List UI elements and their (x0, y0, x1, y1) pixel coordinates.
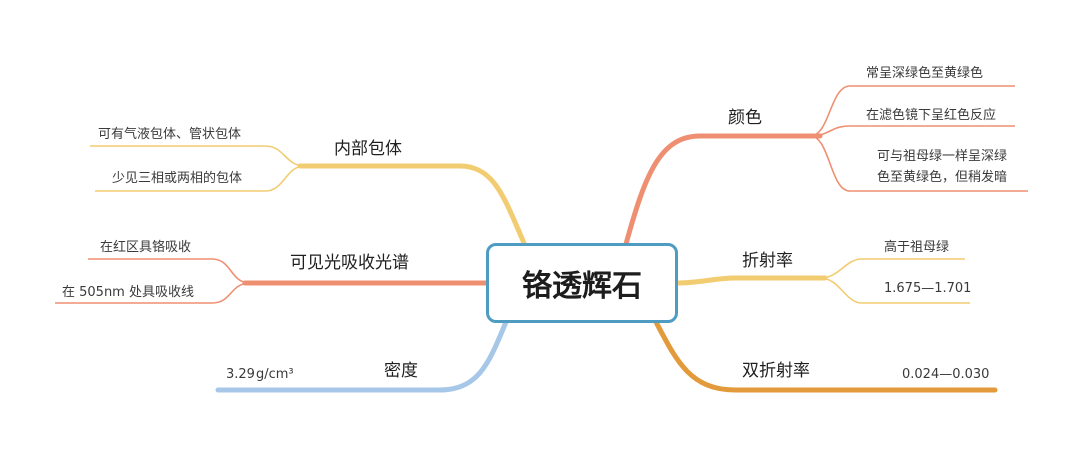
leaf-color-1[interactable]: 常呈深绿色至黄绿色 (866, 66, 984, 81)
leaf-color-3-line-1: 可与祖母绿一样呈深绿 (876, 149, 1007, 164)
branch-inclusions[interactable]: 内部包体 (334, 139, 402, 159)
connector-inclusions-leaf-1 (90, 145, 306, 167)
leaf-inclusions-1[interactable]: 可有气液包体、管状包体 (98, 127, 242, 142)
leaf-birefringence-1[interactable]: 0.024—0.030 (902, 367, 990, 382)
connector-inclusions-leaf-2 (95, 165, 306, 192)
leaf-color-2[interactable]: 在滤色镜下呈红色反应 (866, 108, 997, 123)
connector-inclusions (297, 163, 527, 246)
leaf-color-3-line-2: 色至黄绿色，但稍发暗 (876, 170, 1007, 185)
branch-density[interactable]: 密度 (384, 361, 418, 381)
leaf-spectrum-1[interactable]: 在红区具铬吸收 (100, 240, 192, 255)
leaf-spectrum-2[interactable]: 在 505nm 处具吸收线 (62, 285, 194, 300)
connector-color-leaf-2 (809, 125, 1015, 137)
connector-density (215, 319, 509, 393)
connector-refraction-leaf-1 (819, 258, 965, 279)
density-unit: g/cm³ (255, 367, 294, 382)
connector-refraction (675, 275, 828, 286)
connector-color-leaf-3 (809, 135, 1028, 192)
branch-birefringence[interactable]: 双折射率 (742, 361, 810, 381)
connector-color (623, 133, 823, 247)
branch-spectrum[interactable]: 可见光吸收光谱 (290, 253, 409, 273)
leaf-refraction-1[interactable]: 高于祖母绿 (884, 240, 950, 255)
connector-birefringence (653, 319, 998, 393)
central-topic[interactable]: 铬透辉石 (486, 243, 678, 323)
branch-color[interactable]: 颜色 (728, 108, 762, 128)
density-value: 3.29 (226, 367, 255, 382)
connector-color-leaf-1 (809, 85, 1015, 137)
connector-refraction-leaf-2 (819, 277, 970, 304)
connector-spectrum-leaf-1 (88, 258, 251, 284)
leaf-inclusions-2[interactable]: 少见三相或两相的包体 (112, 171, 243, 186)
leaf-color-3[interactable]: 可与祖母绿一样呈深绿 色至黄绿色，但稍发暗 (862, 146, 1022, 188)
leaf-density-1[interactable]: 3.29g/cm³ (226, 367, 294, 382)
leaf-refraction-2[interactable]: 1.675—1.701 (884, 281, 972, 296)
connector-spectrum-leaf-2 (55, 282, 251, 304)
branch-refraction[interactable]: 折射率 (742, 251, 793, 271)
central-topic-label: 铬透辉石 (522, 269, 642, 304)
